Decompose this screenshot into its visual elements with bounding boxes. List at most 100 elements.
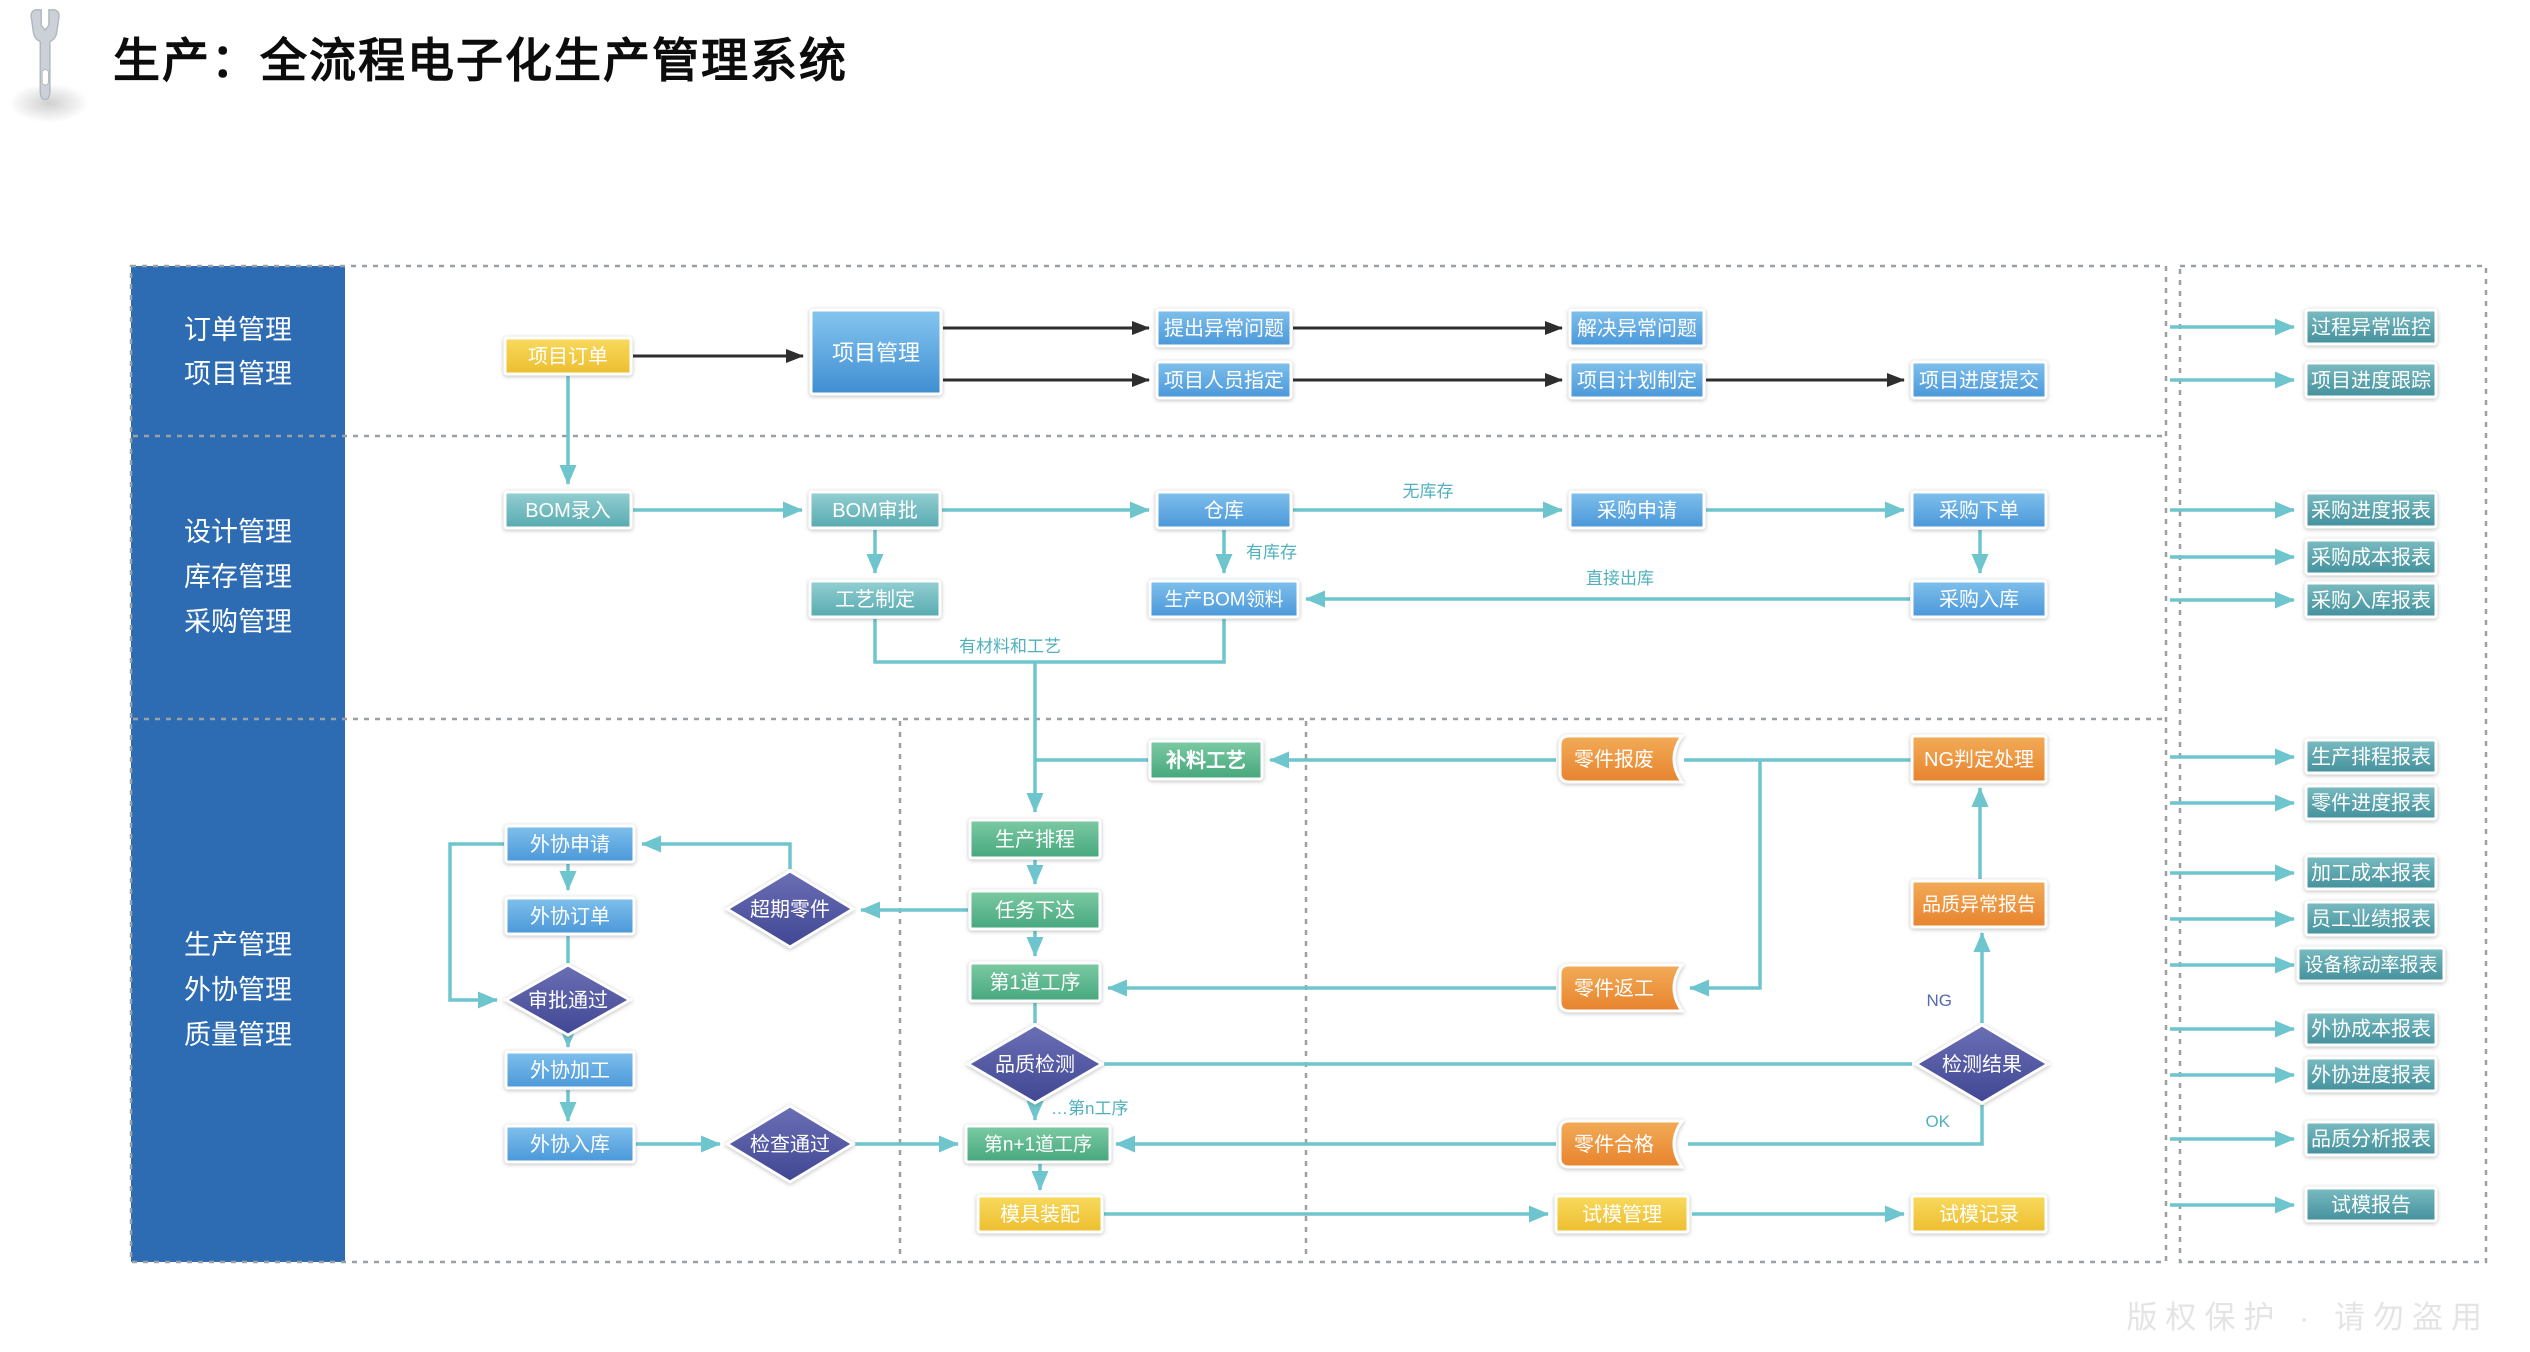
- node-label-part-rework: 零件返工: [1574, 977, 1654, 1000]
- node-label-bom-approval: BOM审批: [832, 499, 918, 522]
- node-label-resolve-exception: 解决异常问题: [1577, 317, 1697, 340]
- node-report-outsourcing-cost: 外协成本报表: [2304, 1010, 2438, 1047]
- edge-label-2: 有库存: [1246, 543, 1297, 562]
- wrench-shadow: [0, 76, 104, 130]
- node-quality-inspection: 品质检测: [965, 1023, 1105, 1105]
- node-label-quality-inspection: 品质检测: [995, 1053, 1075, 1076]
- node-production-scheduling: 生产排程: [968, 818, 1102, 860]
- node-report-employee-performance: 员工业绩报表: [2304, 900, 2438, 937]
- node-overdue-parts: 超期零件: [724, 869, 856, 949]
- node-ng-handling: NG判定处理: [1910, 734, 2048, 784]
- node-process-design: 工艺制定: [808, 579, 942, 619]
- node-label-trial-mold-management: 试模管理: [1582, 1203, 1662, 1226]
- node-trial-mold-record: 试模记录: [1910, 1194, 2048, 1234]
- node-label-report-production-scheduling: 生产排程报表: [2311, 746, 2431, 769]
- lane3-label-2: 外协管理: [184, 975, 292, 1005]
- lane2-label-1: 设计管理: [184, 517, 292, 547]
- edge-label-3: 直接出库: [1586, 569, 1654, 588]
- node-label-overdue-parts: 超期零件: [750, 898, 830, 921]
- node-label-project-order: 项目订单: [528, 345, 608, 368]
- node-label-bom-entry: BOM录入: [525, 500, 611, 522]
- report-dashed-frame: [2178, 264, 2488, 1264]
- swimlane-sidebar: [131, 266, 345, 1262]
- node-label-purchase-inbound: 采购入库: [1939, 588, 2019, 611]
- node-label-raise-exception: 提出异常问题: [1164, 317, 1284, 340]
- node-label-project-management: 项目管理: [832, 341, 920, 366]
- node-purchase-order: 采购下单: [1910, 490, 2048, 530]
- node-label-warehouse: 仓库: [1204, 499, 1244, 522]
- node-report-equipment-utilization: 设备稼动率报表: [2296, 946, 2446, 983]
- node-project-management: 项目管理: [809, 308, 943, 396]
- node-label-purchase-request: 采购申请: [1597, 499, 1677, 522]
- node-label-part-qualified: 零件合格: [1574, 1133, 1654, 1156]
- node-label-report-processing-cost: 加工成本报表: [2311, 862, 2431, 885]
- node-label-outsourcing-inbound: 外协入库: [530, 1133, 610, 1156]
- node-project-order: 项目订单: [503, 336, 633, 376]
- edge-label-4: 有材料和工艺: [959, 637, 1061, 656]
- node-label-refill-process: 补料工艺: [1165, 748, 1246, 772]
- node-outsourcing-order: 外协订单: [504, 896, 636, 936]
- node-report-quality-analysis: 品质分析报表: [2304, 1120, 2438, 1157]
- node-label-report-quality-analysis: 品质分析报表: [2311, 1128, 2431, 1151]
- node-label-purchase-order: 采购下单: [1939, 499, 2019, 522]
- node-report-production-scheduling: 生产排程报表: [2304, 738, 2438, 775]
- node-report-purchase-progress: 采购进度报表: [2304, 491, 2438, 529]
- node-part-rework: 零件返工: [1558, 963, 1685, 1013]
- lane1-label-2: 项目管理: [184, 359, 292, 389]
- node-report-project-tracking: 项目进度跟踪: [2304, 361, 2438, 399]
- node-warehouse: 仓库: [1155, 490, 1293, 530]
- node-label-outsourcing-order: 外协订单: [530, 905, 610, 928]
- wrench-icon: [14, 6, 80, 112]
- node-approval-passed: 审批通过: [502, 963, 634, 1037]
- node-label-report-employee-performance: 员工业绩报表: [2311, 908, 2431, 931]
- node-label-make-project-plan: 项目计划制定: [1577, 369, 1697, 392]
- node-task-dispatch: 任务下达: [968, 889, 1102, 931]
- page-title: 生产：全流程电子化生产管理系统: [113, 34, 848, 87]
- edge-16: [873, 619, 1226, 664]
- node-raise-exception: 提出异常问题: [1155, 308, 1293, 348]
- node-label-process-step-1: 第1道工序: [989, 971, 1080, 994]
- node-bom-approval: BOM审批: [808, 490, 942, 530]
- node-resolve-exception: 解决异常问题: [1568, 308, 1706, 348]
- node-label-inspection-passed: 检查通过: [750, 1133, 830, 1156]
- node-inspection-passed: 检查通过: [724, 1104, 856, 1184]
- main-dashed-frame: [129, 264, 2168, 1264]
- node-refill-process: 补料工艺: [1148, 739, 1264, 781]
- lane2-label-3: 采购管理: [184, 607, 292, 637]
- node-label-report-outsourcing-cost: 外协成本报表: [2311, 1018, 2431, 1041]
- node-label-production-bom-picking: 生产BOM领料: [1164, 589, 1283, 611]
- node-label-report-purchase-inbound: 采购入库报表: [2311, 589, 2431, 612]
- node-bom-entry: BOM录入: [503, 490, 633, 530]
- node-label-submit-project-progress: 项目进度提交: [1919, 369, 2039, 392]
- node-mold-assembly: 模具装配: [976, 1194, 1104, 1234]
- edge-label-7: OK: [1925, 1112, 1950, 1131]
- node-label-report-purchase-cost: 采购成本报表: [2311, 546, 2431, 569]
- edge-label-6: NG: [1927, 991, 1953, 1010]
- node-report-purchase-cost: 采购成本报表: [2304, 538, 2438, 576]
- node-report-trial-mold: 试模报告: [2304, 1186, 2438, 1223]
- node-label-ng-handling: NG判定处理: [1924, 748, 2034, 771]
- node-label-report-trial-mold: 试模报告: [2331, 1194, 2411, 1217]
- node-label-inspection-result: 检测结果: [1942, 1053, 2022, 1076]
- node-purchase-request: 采购申请: [1568, 490, 1706, 530]
- node-label-report-project-tracking: 项目进度跟踪: [2311, 369, 2431, 392]
- node-label-report-equipment-utilization: 设备稼动率报表: [2304, 954, 2437, 976]
- node-inspection-result: 检测结果: [1913, 1023, 2051, 1105]
- node-report-processing-cost: 加工成本报表: [2304, 854, 2438, 891]
- node-label-approval-passed: 审批通过: [528, 989, 608, 1012]
- node-process-step-1: 第1道工序: [968, 961, 1102, 1003]
- node-label-trial-mold-record: 试模记录: [1939, 1203, 2019, 1226]
- node-production-bom-picking: 生产BOM领料: [1148, 579, 1300, 619]
- node-label-report-process-monitor: 过程异常监控: [2311, 316, 2431, 339]
- node-submit-project-progress: 项目进度提交: [1910, 360, 2048, 400]
- node-label-task-dispatch: 任务下达: [995, 899, 1075, 922]
- node-trial-mold-management: 试模管理: [1554, 1194, 1690, 1234]
- node-label-report-purchase-progress: 采购进度报表: [2311, 499, 2431, 522]
- node-label-report-part-progress: 零件进度报表: [2311, 792, 2431, 815]
- node-outsourcing-processing: 外协加工: [504, 1050, 636, 1090]
- lane2-label-2: 库存管理: [184, 562, 292, 592]
- edge-label-1: 无库存: [1403, 482, 1454, 501]
- node-report-outsourcing-progress: 外协进度报表: [2304, 1056, 2438, 1093]
